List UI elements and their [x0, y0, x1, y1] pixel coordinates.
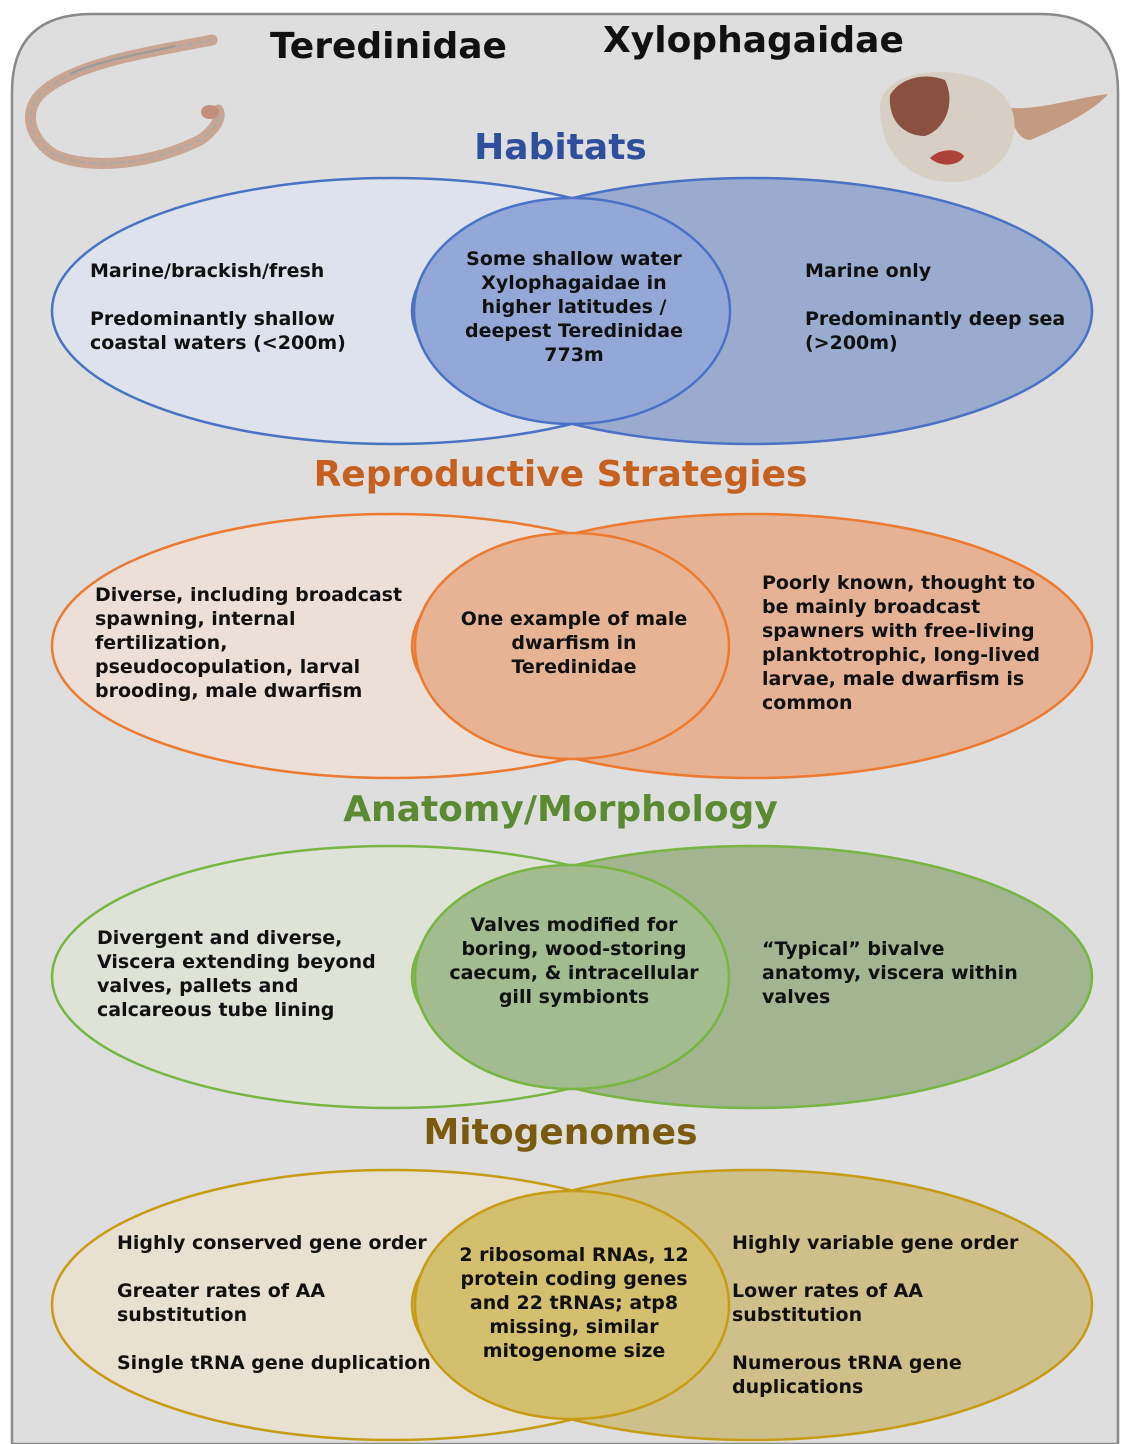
habitats-left-text: Marine/brackish/fresh Predominantly shal…	[90, 259, 390, 355]
anatomy-venn	[50, 844, 1094, 1110]
anatomy-right-line: “Typical” bivalve anatomy, viscera withi…	[762, 938, 1018, 1008]
teredinidae-illustration	[25, 34, 225, 169]
anatomy-left-line: Divergent and diverse, Viscera extending…	[97, 927, 376, 1021]
mitogenomes-center-text: 2 ribosomal RNAs, 12 protein coding gene…	[459, 1244, 689, 1362]
reproductive-right-line: Poorly known, thought to be mainly broad…	[762, 572, 1040, 714]
anatomy-left-text: Divergent and diverse, Viscera extending…	[97, 926, 402, 1022]
habitats-overlap	[412, 196, 732, 426]
family-left-label: Teredinidae	[270, 26, 507, 67]
reproductive-left-text: Diverse, including broadcast spawning, i…	[95, 583, 425, 703]
reproductive-venn	[50, 512, 1094, 780]
reproductive-overlap	[413, 531, 731, 761]
habitats-right-text: Marine only Predominantly deep sea (>200…	[805, 259, 1085, 355]
habitats-center-text: Some shallow water Xylophagaidae in high…	[465, 248, 683, 366]
anatomy-center-text: Valves modified for boring, wood-storing…	[449, 914, 699, 1008]
xylophagaidae-illustration	[879, 72, 1108, 183]
mitogenomes-left-text: Highly conserved gene order Greater rate…	[117, 1231, 457, 1375]
mitogenomes-right-line: Highly variable gene order	[732, 1232, 1019, 1254]
habitats-left-line: Marine/brackish/fresh	[90, 260, 325, 282]
mitogenomes-right-text: Highly variable gene order Lower rates o…	[732, 1231, 1052, 1399]
family-right-label: Xylophagaidae	[603, 20, 904, 61]
reproductive-left-line: Diverse, including broadcast spawning, i…	[95, 584, 403, 702]
habitats-title: Habitats	[474, 127, 647, 168]
mitogenomes-right-line: Numerous tRNA gene duplications	[732, 1352, 962, 1398]
reproductive-center-text: One example of male dwarfism in Teredini…	[460, 608, 688, 678]
mitogenomes-overlap	[413, 1189, 731, 1421]
mitogenomes-right-line: Lower rates of AA substitution	[732, 1280, 924, 1326]
mitogenomes-left-line: Greater rates of AA substitution	[117, 1280, 326, 1326]
anatomy-title: Anatomy/Morphology	[343, 789, 778, 830]
habitats-right-line: Predominantly deep sea (>200m)	[805, 308, 1066, 354]
mitogenomes-title: Mitogenomes	[423, 1112, 698, 1153]
mitogenomes-left-line: Highly conserved gene order	[117, 1232, 427, 1254]
habitats-right-line: Marine only	[805, 260, 932, 282]
habitats-left-line: Predominantly shallow coastal waters (<2…	[90, 308, 346, 354]
mitogenomes-venn	[50, 1168, 1094, 1442]
reproductive-right-text: Poorly known, thought to be mainly broad…	[762, 571, 1047, 715]
anatomy-right-text: “Typical” bivalve anatomy, viscera withi…	[762, 937, 1047, 1009]
anatomy-overlap	[413, 863, 731, 1091]
habitats-venn	[50, 176, 1094, 446]
mitogenomes-left-line: Single tRNA gene duplication	[117, 1352, 431, 1374]
reproductive-title: Reproductive Strategies	[313, 454, 808, 495]
